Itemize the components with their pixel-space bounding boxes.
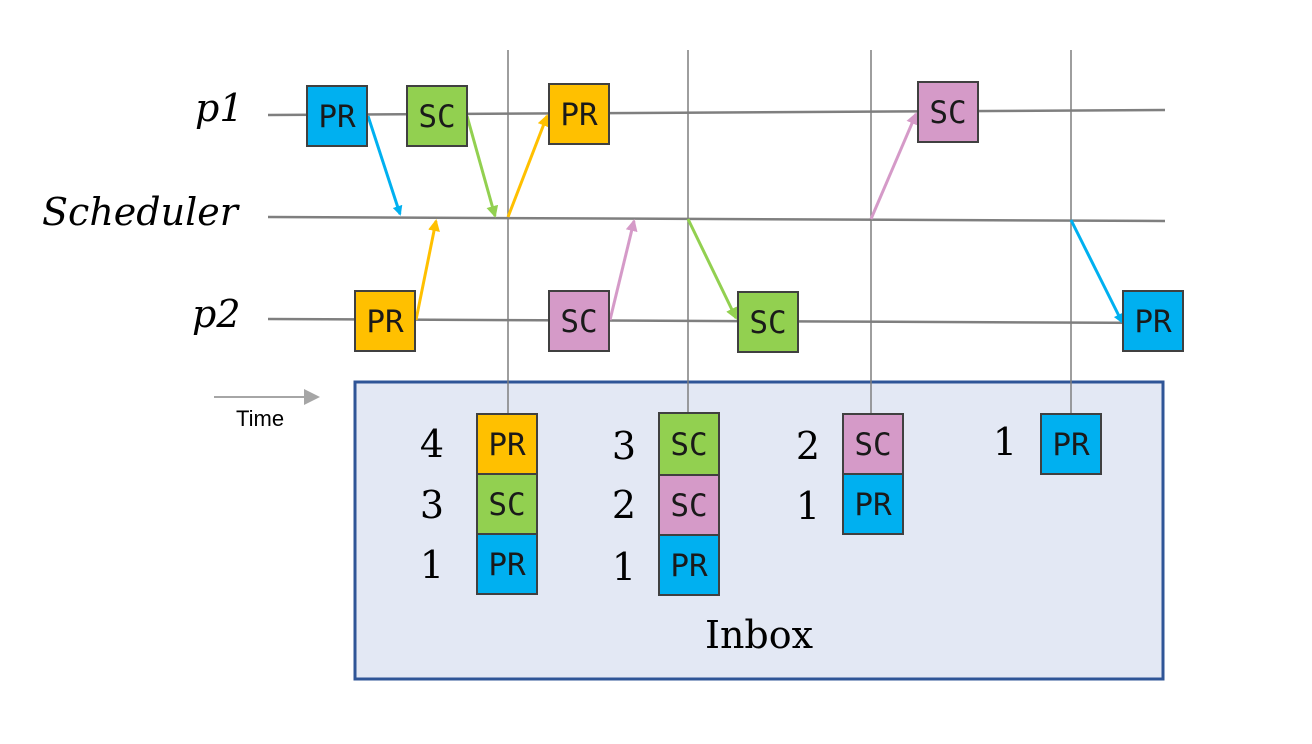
scheduler-label: Scheduler bbox=[42, 190, 241, 234]
p1-lane-line bbox=[267, 108, 1166, 117]
inbox-item-label: PR bbox=[488, 547, 526, 583]
svg-text:SC: SC bbox=[418, 99, 455, 135]
svg-text:PR: PR bbox=[1134, 304, 1172, 340]
arrow-p1-pr-to-scheduler bbox=[366, 115, 403, 216]
inbox-stack-1: 4 PR 3 SC 1 PR bbox=[420, 413, 538, 595]
inbox-stack-4: 1 PR bbox=[993, 413, 1102, 475]
inbox-item-label: SC bbox=[488, 487, 525, 523]
inbox-item-label: SC bbox=[670, 427, 707, 463]
p2-sc-message: SC bbox=[548, 290, 610, 352]
inbox-item-number: 3 bbox=[612, 424, 636, 468]
inbox-stack-2: 3 SC 2 SC 1 PR bbox=[612, 412, 720, 596]
p1-sc-message: SC bbox=[406, 85, 468, 147]
arrow-scheduler-sc-to-p1 bbox=[869, 112, 918, 220]
arrow-p2-sc-to-scheduler bbox=[608, 219, 638, 321]
time-label: Time bbox=[236, 406, 284, 431]
scheduler-lane-line bbox=[267, 215, 1166, 223]
inbox-title: Inbox bbox=[705, 613, 813, 657]
inbox-item-number: 3 bbox=[420, 483, 444, 527]
p1-label: p1 bbox=[195, 86, 244, 130]
inbox-item-number: 1 bbox=[612, 545, 636, 589]
p1-pr-received: PR bbox=[548, 83, 610, 145]
arrow-scheduler-pr-to-p1 bbox=[506, 114, 549, 218]
p1-sc-received: SC bbox=[917, 81, 979, 143]
inbox-stack-3: 2 SC 1 PR bbox=[796, 413, 904, 535]
arrow-p2-pr-to-scheduler bbox=[414, 219, 440, 321]
p2-sc-received: SC bbox=[737, 291, 799, 353]
arrow-p1-sc-to-scheduler bbox=[465, 115, 499, 218]
inbox-item-number: 4 bbox=[420, 422, 444, 466]
inbox-item-label: PR bbox=[1052, 427, 1090, 463]
inbox-item-label: SC bbox=[670, 488, 707, 524]
inbox-item-number: 2 bbox=[796, 424, 820, 468]
inbox-item-label: SC bbox=[854, 427, 891, 463]
inbox-item-label: PR bbox=[670, 548, 708, 584]
p2-label: p2 bbox=[192, 292, 241, 336]
svg-text:SC: SC bbox=[929, 95, 966, 131]
p1-pr-message: PR bbox=[306, 85, 368, 147]
svg-text:PR: PR bbox=[366, 304, 404, 340]
svg-text:PR: PR bbox=[560, 97, 598, 133]
inbox-item-number: 1 bbox=[420, 543, 444, 587]
svg-text:PR: PR bbox=[318, 99, 356, 135]
svg-text:SC: SC bbox=[749, 305, 786, 341]
p2-pr-received: PR bbox=[1122, 290, 1184, 352]
inbox-item-number: 1 bbox=[796, 484, 820, 528]
inbox-item-number: 2 bbox=[612, 483, 636, 527]
inbox-item-label: PR bbox=[488, 427, 526, 463]
inbox-item-label: PR bbox=[854, 487, 892, 523]
p2-pr-message: PR bbox=[354, 290, 416, 352]
arrow-scheduler-sc-to-p2 bbox=[686, 218, 738, 320]
inbox-item-number: 1 bbox=[993, 420, 1017, 464]
arrow-scheduler-pr-to-p2 bbox=[1069, 219, 1124, 324]
svg-text:SC: SC bbox=[560, 304, 597, 340]
